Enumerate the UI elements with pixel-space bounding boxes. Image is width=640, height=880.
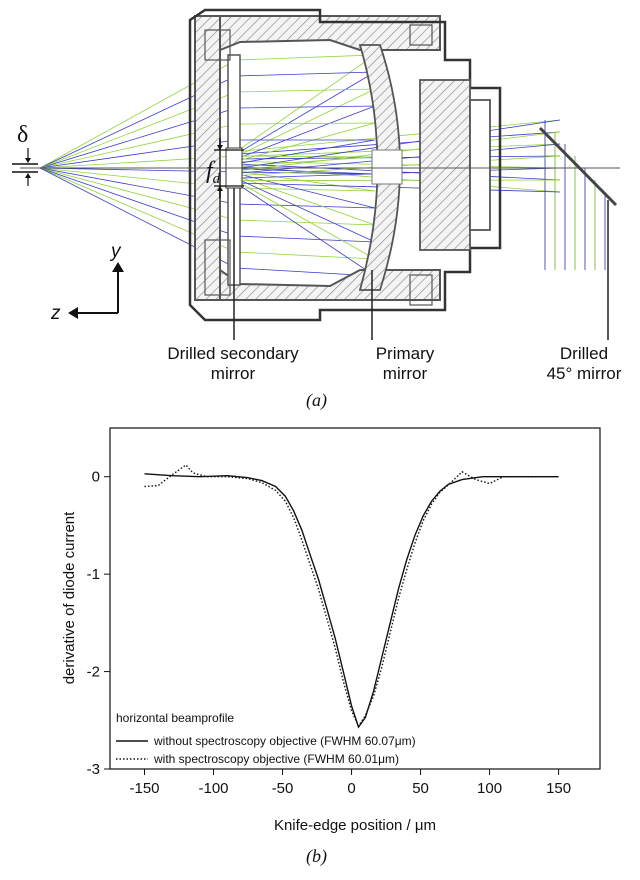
plot-frame [109, 427, 601, 770]
drilled-45-mirror [538, 126, 618, 207]
legend-title: horizontal beamprofile [116, 711, 234, 725]
focal-distance-marker: fd [206, 138, 244, 198]
objective-housing [188, 8, 502, 322]
housing-detail [409, 24, 433, 46]
x-tick-label: -150 [129, 780, 159, 797]
x-tick-label: 150 [546, 780, 571, 797]
y-axis-symbol: y [109, 241, 122, 262]
x-tick-label: 100 [477, 780, 502, 797]
housing-bottom [219, 268, 441, 301]
panel-label-a: (a) [306, 390, 327, 410]
light-ray [39, 131, 561, 192]
lens-element [469, 99, 491, 231]
series-with-objective [144, 464, 559, 728]
legend-entry-without: without spectroscopy objective (FWHM 60.… [153, 734, 416, 748]
panel-label-b: (b) [306, 846, 327, 866]
x-axis: -150 -100 -50 0 50 100 150 [129, 769, 571, 797]
series-without-objective [144, 473, 559, 729]
series-layer [144, 464, 559, 729]
y-axis-label: derivative of diode current [61, 511, 78, 684]
x-tick-label: -50 [272, 780, 294, 797]
light-rays [39, 54, 606, 277]
z-axis-symbol: z [50, 303, 61, 324]
x-tick-label: 50 [412, 780, 429, 797]
delta-marker: δ [12, 122, 38, 186]
housing-outline [188, 8, 502, 322]
legend-entry-with: with spectroscopy objective (FWHM 60.01μ… [153, 752, 399, 766]
primary-mirror-hole [371, 149, 403, 185]
housing-detail [204, 29, 231, 61]
housing-detail [204, 239, 231, 296]
lens-barrel [419, 79, 471, 251]
y-tick-label: 0 [92, 469, 100, 486]
y-tick-label: -3 [87, 761, 100, 778]
delta-symbol: δ [17, 122, 28, 148]
beam-profile-chart: -150 -100 -50 0 50 100 150 0 -1 -2 -3 Knife-edge … [61, 427, 601, 834]
y-axis: 0 -1 -2 -3 [87, 469, 110, 778]
housing-detail [409, 274, 433, 306]
y-tick-label: -1 [87, 566, 100, 583]
focal-symbol: fd [206, 158, 221, 187]
y-tick-label: -2 [87, 664, 100, 681]
legend: horizontal beamprofile without spectrosc… [116, 711, 416, 766]
x-tick-label: 0 [347, 780, 355, 797]
coordinate-axes: y z [50, 241, 124, 324]
x-axis-label: Knife-edge position / μm [274, 817, 436, 834]
optics-schematic: δ fd y z [12, 8, 620, 340]
x-tick-label: -100 [199, 780, 229, 797]
